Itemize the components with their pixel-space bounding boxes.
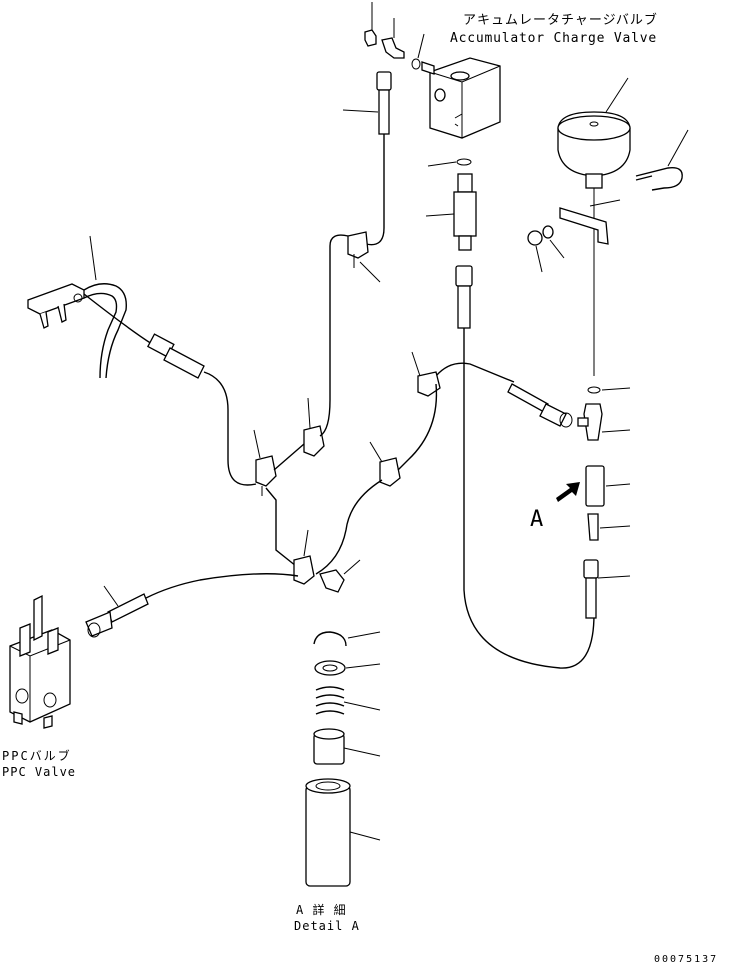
mounting-bracket: [559, 199, 621, 245]
nut-and-washer: [527, 225, 565, 273]
u-bolt: [635, 129, 689, 191]
hose-vertical-top: [342, 71, 392, 246]
clamp-pair-mid: [253, 234, 349, 496]
ppc-valve-label-en: PPC Valve: [2, 765, 76, 779]
detail-a-parts: [305, 631, 381, 887]
accumulator-valve-label-jp: アキュムレータチャージバルブ: [463, 12, 658, 28]
accumulator: [557, 77, 631, 376]
clamp-upper: [347, 231, 381, 283]
view-arrow: [556, 482, 580, 502]
check-valve-stack: [577, 386, 631, 619]
detail-a-label-jp: A 詳 細: [296, 902, 347, 917]
view-a-marker: A: [530, 507, 543, 532]
ppc-valve: [9, 594, 71, 729]
hose-left: [83, 293, 257, 486]
clamp-pair-right: [315, 351, 441, 575]
top-elbow-fittings: [364, 2, 425, 70]
ppc-valve-label-jp: PPCバルブ: [2, 748, 72, 763]
accumulator-valve-label-en: Accumulator Charge Valve: [450, 31, 657, 46]
drawing-number: 00075137: [654, 954, 718, 964]
clamp-lower: [265, 487, 361, 593]
detail-a-label-en: Detail A: [294, 919, 360, 933]
hose-angled: [435, 362, 573, 428]
left-pressure-switch: [27, 235, 127, 379]
hose-to-ppc: [85, 573, 299, 638]
center-fitting-stack: [425, 158, 595, 669]
accumulator-charge-valve: [421, 57, 501, 139]
